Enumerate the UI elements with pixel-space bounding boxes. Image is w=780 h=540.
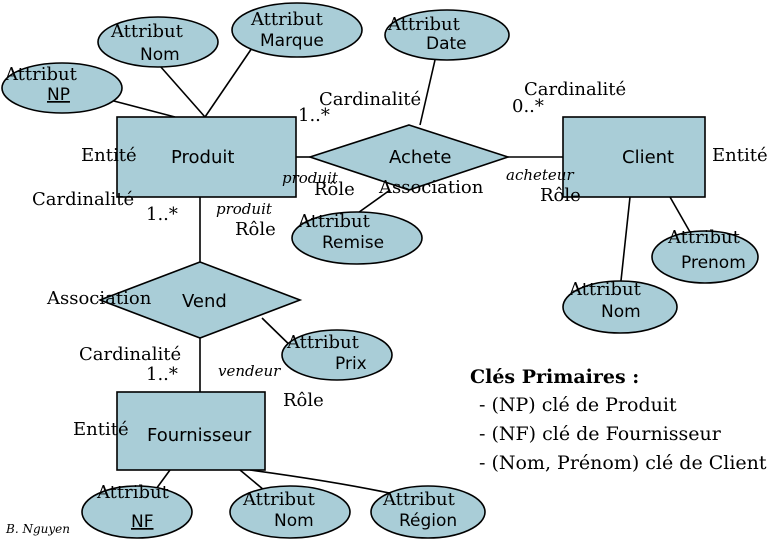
- primary-key-line: - (NF) clé de Fournisseur: [479, 423, 722, 445]
- attribute-nom-client: [562, 280, 678, 334]
- card-client-achete: 0..*: [512, 96, 544, 117]
- annotation-cardinalite-produit-achete: Cardinalité: [319, 89, 421, 110]
- attribute-nom-produit-label: Nom: [140, 45, 180, 65]
- link-marque-produit: [204, 47, 253, 118]
- annotation-attribut-nom-fournisseur: Attribut: [242, 489, 316, 510]
- card-produit-vend: 1..*: [146, 204, 178, 225]
- attribute-remise: [291, 211, 423, 265]
- annotation-association-achete: Association: [378, 177, 484, 198]
- attribute-prenom: [651, 230, 759, 284]
- annotation-attribut-np: Attribut: [4, 64, 78, 85]
- annotation-cardinalite-fournisseur-vend: Cardinalité: [79, 344, 181, 365]
- entity-produit: [116, 116, 297, 198]
- annotations: Attribut Attribut Attribut Attribut Attr…: [4, 9, 768, 536]
- annotation-role-produit-achete: Rôle: [314, 179, 355, 200]
- association-vend: [97, 261, 303, 339]
- entity-fournisseur-label: Fournisseur: [147, 425, 252, 446]
- role-produit-achete: produit: [282, 169, 339, 187]
- link-prenom-client: [669, 196, 691, 233]
- role-vendeur: vendeur: [218, 362, 281, 380]
- attribute-np-label: NP: [47, 85, 70, 105]
- link-remise-achete: [354, 189, 391, 216]
- primary-key-line: - (Nom, Prénom) clé de Client: [479, 452, 767, 474]
- annotation-cardinalite-produit-vend: Cardinalité: [32, 189, 134, 210]
- entity-produit-label: Produit: [171, 147, 234, 168]
- attribute-prix-label: Prix: [335, 354, 367, 374]
- annotation-attribut-region: Attribut: [382, 489, 456, 510]
- link-nomclient-client: [619, 196, 631, 291]
- annotation-role-acheteur: Rôle: [540, 185, 581, 206]
- attribute-nom-client-label: Nom: [601, 302, 641, 322]
- annotation-cardinalite-client-achete: Cardinalité: [524, 79, 626, 100]
- association-shapes: [97, 124, 511, 339]
- attribute-nom-fournisseur-label: Nom: [274, 511, 314, 531]
- annotation-role-vendeur: Rôle: [283, 390, 324, 411]
- annotation-attribut-remise: Attribut: [297, 211, 371, 232]
- attribute-np: [1, 62, 123, 114]
- attribute-region-label: Région: [399, 511, 457, 531]
- attribute-shapes: [1, 2, 759, 539]
- attribute-marque: [231, 2, 363, 58]
- association-achete-label: Achete: [389, 147, 452, 168]
- attribute-prix: [281, 329, 393, 381]
- attribute-nf-label: NF: [131, 512, 154, 532]
- annotation-attribut-nf: Attribut: [96, 482, 170, 503]
- annotation-entite-produit: Entité: [81, 145, 137, 166]
- annotation-role-produit-vend: Rôle: [235, 219, 276, 240]
- attribute-remise-label: Remise: [322, 233, 384, 253]
- annotation-attribut-nom-client: Attribut: [568, 279, 642, 300]
- link-np-produit: [109, 99, 176, 118]
- card-fournisseur-vend: 1..*: [146, 364, 178, 385]
- annotation-entite-fournisseur: Entité: [73, 419, 129, 440]
- attribute-date-label: Date: [426, 34, 467, 54]
- attribute-prenom-label: Prenom: [681, 253, 746, 273]
- attribute-nom-produit: [97, 16, 219, 68]
- card-produit-achete: 1..*: [298, 105, 330, 126]
- entity-shapes: [116, 116, 706, 471]
- association-vend-label: Vend: [182, 291, 227, 312]
- annotation-attribut-date: Attribut: [387, 14, 461, 35]
- attribute-nom-fournisseur: [229, 485, 351, 539]
- annotation-attribut-nom-produit: Attribut: [110, 21, 184, 42]
- shape-labels: Produit Client Fournisseur Achete Vend M…: [47, 31, 746, 532]
- annotation-association-vend: Association: [46, 288, 152, 309]
- association-achete: [307, 124, 511, 191]
- attribute-marque-label: Marque: [260, 31, 324, 51]
- role-produit-vend: produit: [216, 200, 273, 218]
- annotation-attribut-marque: Attribut: [250, 9, 324, 30]
- link-nomproduit-produit: [159, 65, 206, 118]
- annotation-attribut-prenom: Attribut: [667, 227, 741, 248]
- annotation-entite-client: Entité: [712, 145, 768, 166]
- entity-client-label: Client: [622, 147, 674, 168]
- author-credit: B. Nguyen: [5, 522, 70, 536]
- attribute-nf: [81, 485, 193, 539]
- role-acheteur: acheteur: [506, 166, 574, 184]
- link-date-achete: [419, 59, 436, 126]
- primary-key-line: - (NP) clé de Produit: [479, 394, 677, 416]
- entity-client: [562, 116, 706, 198]
- attribute-region: [370, 485, 486, 539]
- annotation-attribut-prix: Attribut: [286, 332, 360, 353]
- entity-fournisseur: [116, 391, 266, 471]
- attribute-date: [384, 9, 510, 61]
- primary-keys-title: Clés Primaires :: [470, 366, 639, 388]
